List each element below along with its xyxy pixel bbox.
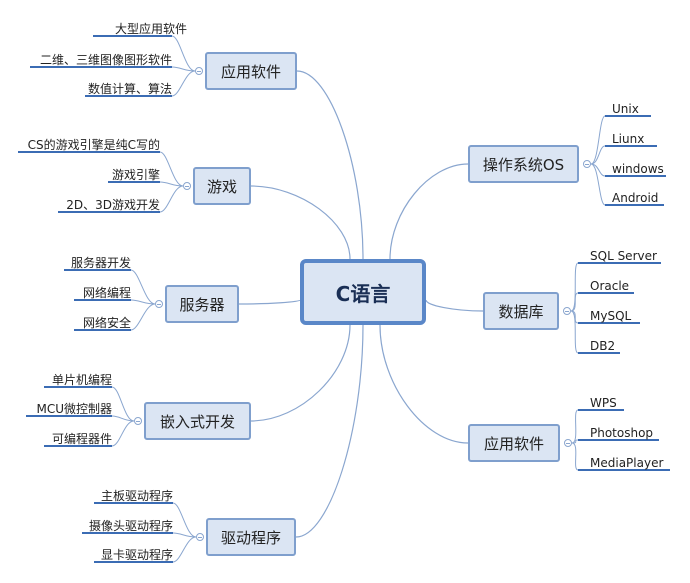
connector-center-embedded: [250, 324, 351, 422]
leaf-mcu-programming[interactable]: 单片机编程: [51, 373, 112, 387]
connector-center-os: [389, 163, 469, 260]
leaf-linux[interactable]: Liunx: [612, 132, 645, 146]
connector-left-app-0: [171, 35, 196, 72]
connector-left-drivers-2: [172, 536, 197, 563]
branch-database[interactable]: 数据库: [483, 292, 559, 330]
connector-left-games-2: [159, 185, 184, 213]
branch-embedded[interactable]: 嵌入式开发: [144, 402, 251, 440]
collapse-toggle-app-software-right[interactable]: [564, 439, 572, 447]
leaf-2d-3d-graphics[interactable]: 二维、三维图像图形软件: [39, 53, 172, 67]
branch-games[interactable]: 游戏: [193, 167, 251, 205]
connector-right-db-0: [570, 262, 579, 312]
leaf-network-security[interactable]: 网络安全: [82, 316, 131, 330]
connector-right-os-3: [590, 163, 606, 206]
collapse-toggle-servers[interactable]: [155, 300, 163, 308]
leaf-camera-driver[interactable]: 摄像头驱动程序: [88, 519, 173, 533]
leaf-motherboard-driver[interactable]: 主板驱动程序: [100, 489, 173, 503]
leaf-microcontroller[interactable]: MCU微控制器: [36, 402, 112, 416]
leaf-graphics-driver[interactable]: 显卡驱动程序: [100, 548, 173, 562]
collapse-toggle-embedded[interactable]: [134, 417, 142, 425]
connector-right-db-3: [570, 310, 579, 354]
leaf-wps[interactable]: WPS: [590, 396, 617, 410]
branch-app-software-right[interactable]: 应用软件: [468, 424, 560, 462]
connector-center-games: [250, 185, 351, 260]
connector-right-os-1: [590, 145, 606, 165]
collapse-toggle-games[interactable]: [183, 182, 191, 190]
connector-left-games-1: [159, 181, 184, 187]
leaf-large-apps[interactable]: 大型应用软件: [114, 22, 187, 36]
branch-os[interactable]: 操作系统OS: [468, 145, 579, 183]
connector-center-app-right: [379, 324, 469, 444]
leaf-windows[interactable]: windows: [612, 162, 664, 176]
branch-drivers[interactable]: 驱动程序: [206, 518, 296, 556]
connector-left-servers-0: [130, 269, 156, 305]
connector-left-games-0: [159, 151, 184, 187]
leaf-mysql[interactable]: MySQL: [590, 309, 632, 323]
connector-left-drivers-0: [172, 502, 197, 538]
connector-left-app-2: [171, 70, 196, 97]
leaf-android[interactable]: Android: [612, 191, 659, 205]
connector-left-servers-2: [130, 303, 156, 331]
connector-right-os-0: [590, 115, 606, 165]
leaf-2d-3d-games[interactable]: 2D、3D游戏开发: [66, 198, 160, 212]
leaf-photoshop[interactable]: Photoshop: [590, 426, 654, 440]
leaf-numeric-algorithms[interactable]: 数值计算、算法: [87, 82, 172, 96]
branch-servers[interactable]: 服务器: [165, 285, 239, 323]
leaf-sql-server[interactable]: SQL Server: [590, 249, 657, 263]
leaf-db2[interactable]: DB2: [590, 339, 616, 353]
leaf-network-programming[interactable]: 网络编程: [82, 286, 131, 300]
leaf-server-dev[interactable]: 服务器开发: [70, 256, 131, 270]
leaf-oracle[interactable]: Oracle: [590, 279, 630, 293]
connector-center-servers: [238, 299, 301, 305]
branch-app-software-left[interactable]: 应用软件: [205, 52, 297, 90]
center-node[interactable]: C语言: [300, 259, 426, 325]
leaf-unix[interactable]: Unix: [612, 102, 639, 116]
collapse-toggle-os[interactable]: [583, 160, 591, 168]
connector-left-embedded-1: [111, 415, 135, 422]
collapse-toggle-database[interactable]: [563, 307, 571, 315]
connector-left-embedded-2: [111, 420, 135, 447]
connector-right-app-2: [571, 442, 579, 471]
connector-center-app-left: [296, 70, 364, 260]
connector-left-drivers-1: [172, 532, 197, 538]
connector-center-drivers: [295, 324, 364, 538]
leaf-cs-engine[interactable]: CS的游戏引擎是纯C写的: [27, 138, 160, 152]
connector-left-servers-1: [130, 299, 156, 305]
collapse-toggle-drivers[interactable]: [196, 533, 204, 541]
leaf-game-engine[interactable]: 游戏引擎: [111, 168, 160, 182]
leaf-programmable-devices[interactable]: 可编程器件: [51, 432, 112, 446]
collapse-toggle-app-software-left[interactable]: [195, 67, 203, 75]
connector-left-app-1: [171, 66, 196, 72]
leaf-mediaplayer[interactable]: MediaPlayer: [590, 456, 664, 470]
connector-left-embedded-0: [111, 386, 135, 422]
connector-right-app-0: [571, 409, 579, 444]
connector-center-database: [425, 299, 484, 312]
connector-right-db-1: [570, 292, 579, 312]
